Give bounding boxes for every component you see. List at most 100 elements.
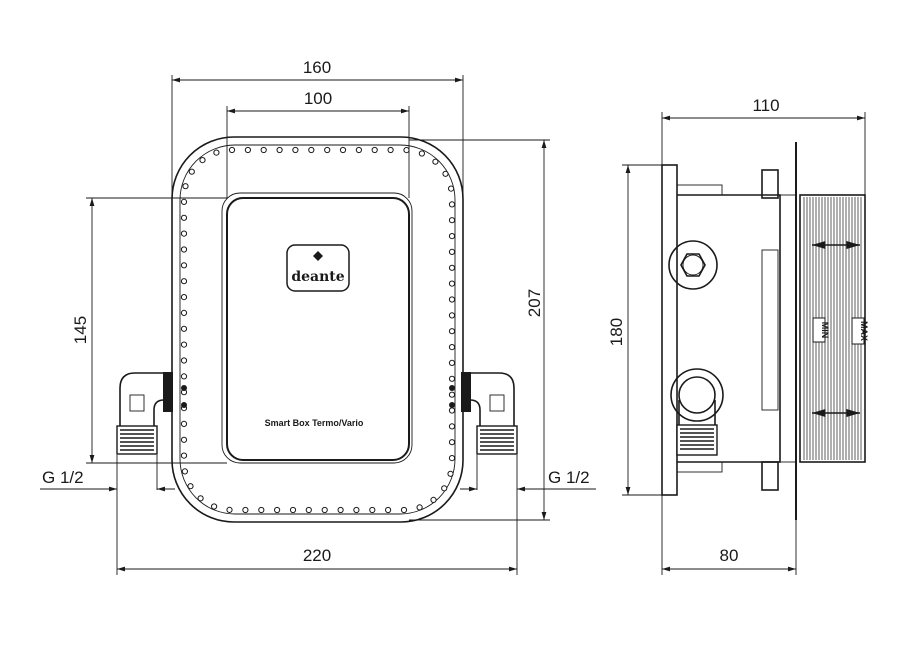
side-view: MIN MAX 110 180: [607, 96, 869, 575]
frame-hole: [448, 312, 456, 319]
dimension-110: 110: [661, 96, 866, 195]
frame-hole: [371, 146, 378, 154]
frame-hole: [180, 246, 188, 253]
frame-hole: [448, 391, 456, 398]
frame-hole: [442, 170, 449, 177]
product-name: Smart Box Termo/Vario: [265, 418, 364, 428]
cover-plate: [226, 197, 410, 461]
frame-hole: [448, 439, 456, 446]
frame-hole: [430, 496, 437, 503]
frame-hole: [180, 436, 188, 443]
frame-hole: [180, 452, 188, 459]
dimension-145: 145: [71, 197, 227, 464]
frame-hole: [180, 357, 188, 364]
dimension-207: 207: [409, 139, 550, 521]
frame-hole: [180, 309, 188, 316]
dimension-180: 180: [607, 164, 662, 496]
frame-hole: [228, 146, 236, 154]
housing: [677, 194, 781, 463]
brand-text: deante: [291, 269, 344, 285]
frame-hole: [339, 146, 347, 154]
frame-hole: [324, 146, 331, 154]
frame-hole: [355, 146, 362, 154]
frame-hole: [448, 407, 456, 414]
frame-hole: [181, 468, 188, 475]
frame-hole: [441, 485, 448, 492]
frame-hole: [188, 168, 195, 175]
thread-dimension-left: G 1/2: [40, 455, 175, 575]
frame-hole: [260, 146, 267, 154]
frame-hole: [448, 264, 456, 271]
frame-hole: [199, 157, 206, 164]
svg-text:220: 220: [303, 546, 331, 565]
frame-hole: [448, 423, 456, 430]
frame-hole: [337, 506, 344, 514]
frame-hole: [448, 296, 456, 303]
frame-hole: [353, 506, 360, 514]
left-connector: [116, 372, 187, 455]
frame-hole: [448, 344, 456, 351]
frame-hole: [387, 146, 394, 154]
svg-text:G 1/2: G 1/2: [42, 468, 84, 487]
frame-hole: [244, 146, 251, 154]
frame-hole: [448, 248, 456, 255]
frame-hole: [292, 146, 299, 154]
frame-hole: [400, 506, 408, 514]
frame-hole: [385, 506, 392, 514]
svg-text:180: 180: [607, 318, 626, 346]
frame-hole: [432, 158, 439, 165]
frame-hole: [448, 375, 456, 382]
svg-text:80: 80: [720, 546, 739, 565]
frame-hole: [403, 147, 410, 154]
max-label: MAX: [859, 321, 869, 341]
hex-nut: [668, 240, 718, 290]
frame-hole: [305, 506, 312, 514]
frame-hole: [258, 506, 265, 514]
right-connector: [449, 372, 518, 455]
frame-hole: [180, 373, 188, 380]
frame-hole: [180, 420, 188, 427]
front-view: deante Smart Box Termo/Vario: [40, 58, 596, 575]
dimension-220: 220: [117, 546, 517, 572]
frame-hole: [242, 506, 249, 514]
dimension-160: 160: [171, 58, 464, 200]
cover-plate-shadow: [221, 192, 413, 464]
frame-hole: [180, 278, 188, 285]
frame-hole: [180, 214, 188, 221]
svg-text:G 1/2: G 1/2: [548, 468, 590, 487]
frame-hole: [321, 506, 328, 514]
svg-text:110: 110: [752, 96, 779, 115]
mounting-frame-inner-edge: [179, 144, 456, 515]
frame-hole: [180, 262, 188, 269]
frame-hole: [447, 470, 454, 477]
frame-hole: [276, 146, 283, 154]
frame-hole: [416, 504, 423, 511]
svg-text:207: 207: [525, 289, 544, 317]
frame-hole: [211, 503, 218, 510]
frame-hole: [448, 328, 456, 335]
bottom-connector: [670, 368, 724, 456]
frame-hole: [180, 294, 188, 301]
frame-hole: [180, 325, 188, 332]
frame-hole: [448, 217, 456, 224]
frame-hole: [180, 198, 188, 205]
frame-holes: [180, 146, 456, 514]
dimension-100: 100: [226, 89, 410, 198]
mounting-frame: [171, 136, 464, 523]
frame-hole: [289, 506, 297, 514]
threaded-sleeve: [799, 194, 866, 463]
frame-hole: [274, 506, 281, 514]
frame-hole: [369, 506, 376, 514]
frame-hole: [187, 483, 194, 490]
svg-text:145: 145: [71, 316, 90, 344]
frame-hole: [180, 341, 188, 348]
frame-hole: [418, 150, 425, 157]
frame-hole: [308, 146, 315, 154]
min-label: MIN: [820, 322, 830, 339]
flange: [661, 164, 678, 496]
frame-hole: [213, 149, 220, 156]
svg-text:100: 100: [304, 89, 332, 108]
frame-hole: [226, 506, 233, 513]
svg-text:160: 160: [303, 58, 331, 77]
